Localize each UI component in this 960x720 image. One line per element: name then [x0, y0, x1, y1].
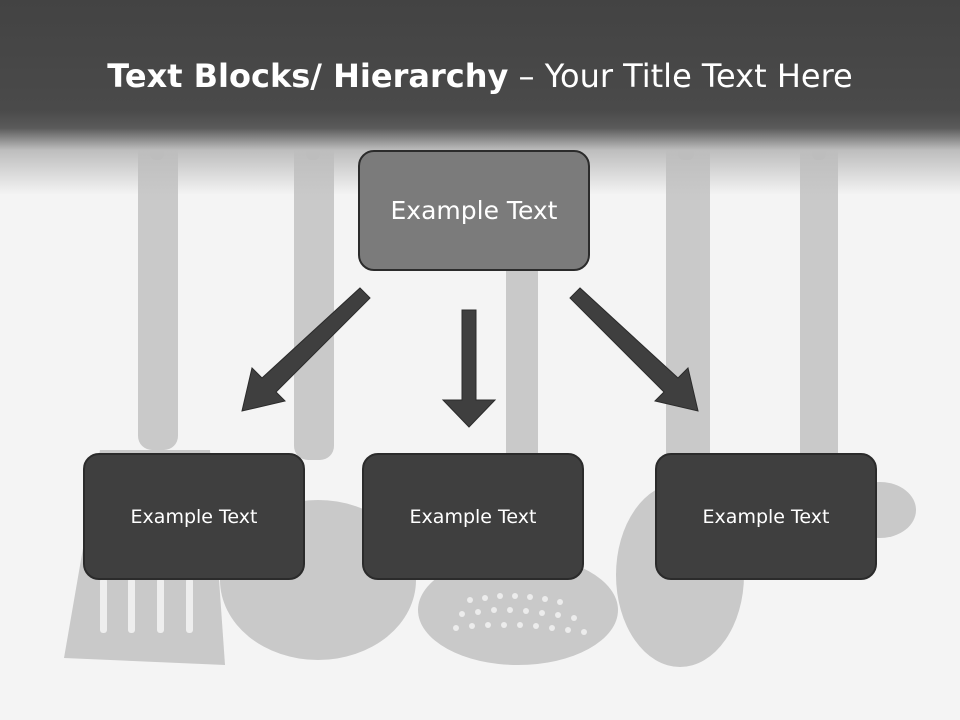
top-box-label: Example Text — [390, 196, 558, 225]
arrow-left — [241, 287, 371, 412]
arrow-center — [441, 309, 497, 428]
top-box: Example Text — [358, 150, 590, 271]
slide-title-bold: Text Blocks/ Hierarchy — [107, 57, 509, 95]
child-box-label: Example Text — [702, 505, 830, 528]
arrow-right — [569, 287, 699, 412]
slide-title: Text Blocks/ Hierarchy – Your Title Text… — [0, 52, 960, 100]
child-box-label: Example Text — [409, 505, 537, 528]
child-box-center: Example Text — [362, 453, 584, 580]
child-box-label: Example Text — [130, 505, 258, 528]
slide-title-rest: – Your Title Text Here — [508, 57, 853, 95]
child-box-right: Example Text — [655, 453, 877, 580]
child-box-left: Example Text — [83, 453, 305, 580]
